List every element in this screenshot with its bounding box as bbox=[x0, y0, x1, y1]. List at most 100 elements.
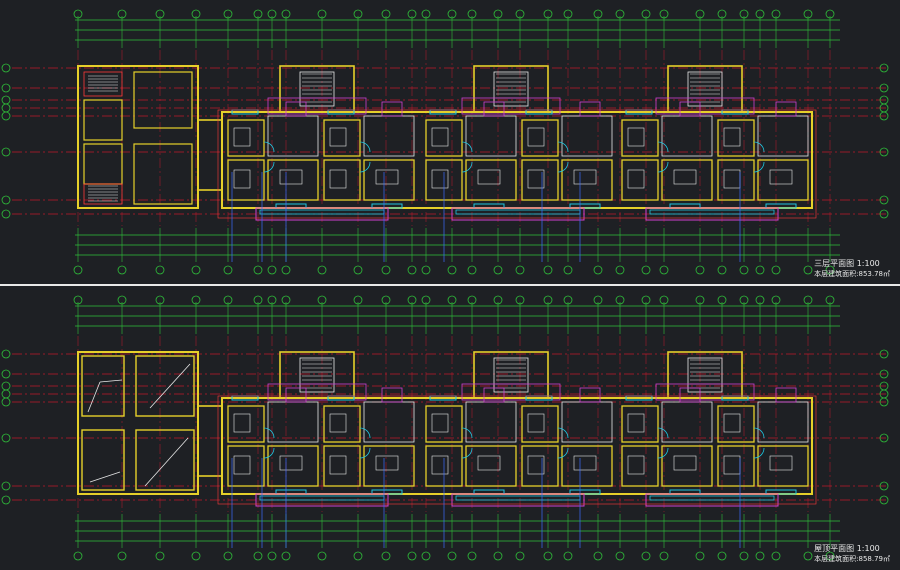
row-axis-bubble-left bbox=[1, 389, 11, 399]
row-axis-bubble-left bbox=[1, 83, 11, 93]
column-axis-bubble-bottom bbox=[73, 551, 83, 561]
corridor-outline bbox=[461, 383, 561, 401]
column-axis-bubble-bottom bbox=[515, 265, 525, 275]
column-axis-bubble-bottom bbox=[447, 265, 457, 275]
unit-bedroom bbox=[621, 405, 659, 443]
column-axis-bubble-bottom bbox=[563, 551, 573, 561]
door-swing bbox=[557, 447, 569, 459]
door-swing bbox=[753, 141, 765, 153]
column-axis-bubble-bottom bbox=[381, 551, 391, 561]
unit-living-room bbox=[561, 115, 613, 157]
unit-living-room bbox=[465, 115, 517, 157]
window bbox=[569, 489, 601, 495]
column-axis-bubble-bottom bbox=[543, 551, 553, 561]
column-axis-bubble-top bbox=[155, 295, 165, 305]
column-axis-bubble-bottom bbox=[381, 265, 391, 275]
stair-core-wall bbox=[279, 351, 355, 399]
bed-symbol bbox=[527, 127, 545, 147]
column-axis-bubble-bottom bbox=[515, 551, 525, 561]
row-axis-bubble-right bbox=[879, 369, 889, 379]
column-axis-bubble-top bbox=[155, 9, 165, 19]
unit-kitchen bbox=[661, 159, 713, 201]
column-axis-bubble-top bbox=[117, 9, 127, 19]
column-axis-bubble-top bbox=[191, 9, 201, 19]
balcony-outline bbox=[451, 493, 585, 507]
unit-living-room bbox=[465, 401, 517, 443]
column-axis-bubble-bottom bbox=[281, 551, 291, 561]
unit-bedroom bbox=[521, 405, 559, 443]
column-axis-bubble-top bbox=[223, 295, 233, 305]
column-axis-bubble-bottom bbox=[615, 551, 625, 561]
column-axis-bubble-top bbox=[515, 295, 525, 305]
column-axis-bubble-bottom bbox=[191, 551, 201, 561]
door-swing bbox=[263, 141, 275, 153]
roof-slope-line bbox=[87, 381, 101, 413]
stair-core-shaft bbox=[299, 71, 335, 107]
column-axis-bubble-bottom bbox=[771, 265, 781, 275]
door-swing bbox=[263, 427, 275, 439]
annex-outer-wall bbox=[77, 351, 199, 495]
stair-core-wall bbox=[473, 351, 549, 399]
window bbox=[765, 489, 797, 495]
column-axis-bubble-bottom bbox=[717, 265, 727, 275]
unit-bathroom bbox=[381, 101, 403, 117]
column-axis-bubble-bottom bbox=[467, 265, 477, 275]
row-axis-bubble-left bbox=[1, 147, 11, 157]
row-axis-bubble-right bbox=[879, 397, 889, 407]
bed-symbol bbox=[233, 127, 251, 147]
unit-bedroom bbox=[425, 405, 463, 443]
column-axis-bubble-bottom bbox=[317, 265, 327, 275]
row-axis-bubble-right bbox=[879, 111, 889, 121]
column-axis-bubble-top bbox=[641, 295, 651, 305]
column-axis-bubble-bottom bbox=[739, 265, 749, 275]
annex-connector bbox=[197, 405, 223, 477]
bed-symbol bbox=[233, 169, 251, 189]
door-swing bbox=[657, 427, 669, 439]
furniture-symbol bbox=[769, 455, 793, 471]
column-axis-bubble-bottom bbox=[771, 551, 781, 561]
upper-plan-title-block: 三层平面图 1:100 本层建筑面积:853.78㎡ bbox=[814, 258, 890, 279]
unit-living-room bbox=[267, 115, 319, 157]
roof-slope-line bbox=[144, 437, 189, 487]
column-axis-bubble-bottom bbox=[421, 265, 431, 275]
furniture-symbol bbox=[279, 169, 303, 185]
column-axis-bubble-top bbox=[421, 295, 431, 305]
column-axis-bubble-top bbox=[467, 295, 477, 305]
column-axis-bubble-bottom bbox=[739, 551, 749, 561]
column-axis-bubble-top bbox=[447, 295, 457, 305]
unit-bedroom bbox=[717, 159, 755, 201]
column-axis-bubble-top bbox=[593, 9, 603, 19]
column-axis-bubble-top bbox=[641, 9, 651, 19]
column-axis-bubble-bottom bbox=[659, 265, 669, 275]
unit-bedroom bbox=[323, 445, 361, 487]
door-swing bbox=[753, 161, 765, 173]
lower-plan-name: 屋顶平面图 bbox=[814, 544, 855, 553]
door-swing bbox=[359, 427, 371, 439]
row-axis-bubble-left bbox=[1, 433, 11, 443]
door-swing bbox=[657, 141, 669, 153]
bed-symbol bbox=[431, 127, 449, 147]
row-axis-bubble-left bbox=[1, 369, 11, 379]
door-swing bbox=[557, 141, 569, 153]
unit-bedroom bbox=[521, 445, 559, 487]
roof-slope-line bbox=[149, 363, 191, 409]
column-axis-bubble-top bbox=[695, 9, 705, 19]
furniture-symbol bbox=[375, 455, 399, 471]
column-axis-bubble-bottom bbox=[447, 551, 457, 561]
balcony-outline bbox=[451, 207, 585, 221]
column-axis-bubble-top bbox=[695, 295, 705, 305]
stair-core-shaft bbox=[493, 357, 529, 393]
bed-symbol bbox=[723, 169, 741, 189]
bed-symbol bbox=[329, 127, 347, 147]
window bbox=[569, 203, 601, 209]
unit-kitchen bbox=[267, 445, 319, 487]
door-swing bbox=[557, 161, 569, 173]
column-axis-bubble-top bbox=[407, 9, 417, 19]
annex-room bbox=[83, 99, 123, 141]
column-axis-bubble-bottom bbox=[803, 265, 813, 275]
lower-plan-title: 屋顶平面图 1:100 bbox=[814, 543, 890, 554]
unit-bedroom bbox=[621, 119, 659, 157]
annex-room bbox=[133, 71, 193, 129]
column-axis-bubble-top bbox=[771, 295, 781, 305]
unit-bedroom bbox=[227, 405, 265, 443]
